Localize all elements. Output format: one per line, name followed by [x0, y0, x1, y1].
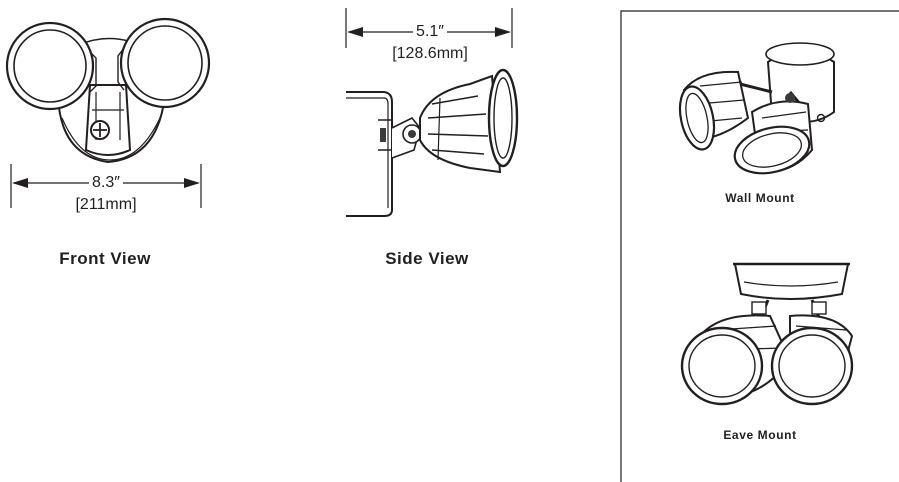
wall-mount-label: Wall Mount	[725, 191, 795, 205]
eave-mount-label: Eave Mount	[723, 428, 797, 442]
front-width-imperial: 8.3″	[66, 173, 146, 193]
front-view-label: Front View	[59, 249, 151, 268]
front-width-metric: [211mm]	[75, 196, 137, 213]
front-width-imperial-value: 8.3″	[89, 174, 123, 191]
side-depth-imperial: 5.1″	[390, 22, 470, 42]
side-depth-imperial-value: 5.1″	[413, 23, 447, 40]
side-view-label: Side View	[385, 249, 469, 268]
side-depth-metric: [128.6mm]	[392, 45, 468, 62]
